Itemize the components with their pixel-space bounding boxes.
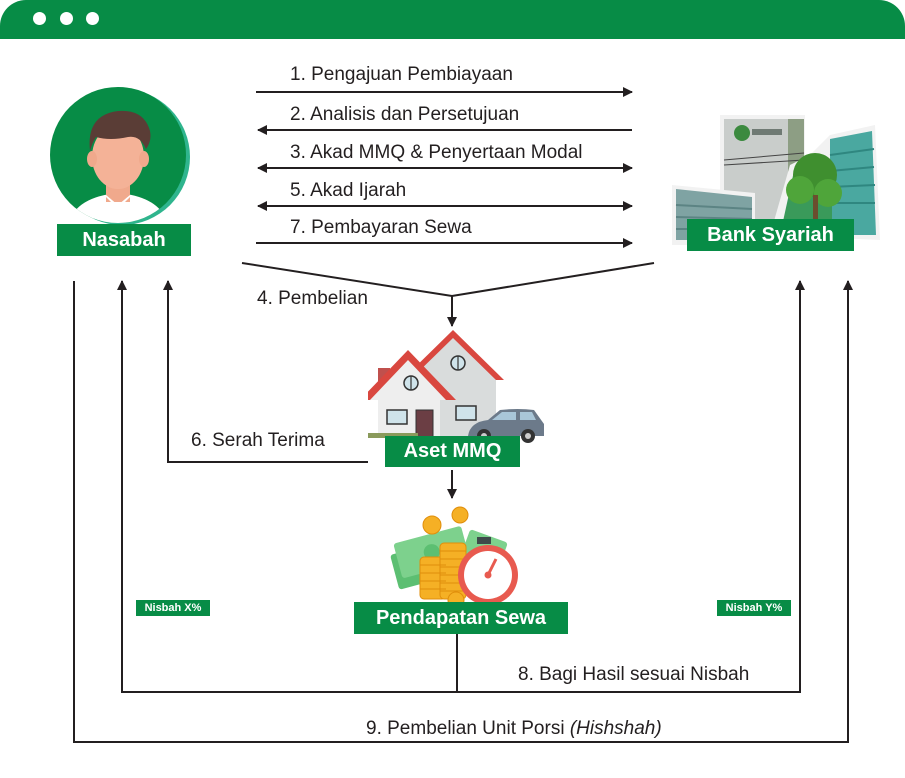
income-label: Pendapatan Sewa [354, 602, 568, 634]
flow-label-step9: 9. Pembelian Unit Porsi (Hishshah) [366, 718, 662, 740]
arrow-step8-to-bank [457, 280, 805, 693]
window-dot-icon [60, 12, 73, 25]
arrow-step8-to-customer [117, 280, 457, 693]
flow-label-step2: 2. Analisis dan Persetujuan [290, 104, 520, 125]
money-and-stopwatch-icon [390, 506, 518, 605]
flow-label-step9-main: 9. Pembelian Unit Porsi [366, 718, 570, 739]
house-and-car-icon [368, 330, 544, 443]
flow-label-step6: 6. Serah Terima [191, 430, 325, 451]
flow-label-step9-italic: (Hishshah) [569, 718, 662, 739]
window-titlebar [0, 0, 905, 39]
window-dot-icon [33, 12, 46, 25]
asset-label: Aset MMQ [385, 436, 520, 467]
person-avatar-icon [50, 87, 190, 225]
window-dot-icon [86, 12, 99, 25]
nisbah-customer-badge: Nisbah X% [136, 600, 210, 616]
customer-label: Nasabah [57, 224, 191, 256]
arrow-step6 [163, 280, 368, 463]
flow-label-step7: 7. Pembayaran Sewa [290, 217, 472, 238]
arrow-step9 [73, 280, 853, 743]
nisbah-bank-badge: Nisbah Y% [717, 600, 791, 616]
bank-label: Bank Syariah [687, 219, 854, 251]
flow-label-step5: 5. Akad Ijarah [290, 180, 407, 201]
flow-label-step1: 1. Pengajuan Pembiayaan [290, 64, 513, 85]
flow-label-step4: 4. Pembelian [257, 288, 368, 309]
flow-label-step8: 8. Bagi Hasil sesuai Nisbah [518, 664, 750, 685]
flow-label-step3: 3. Akad MMQ & Penyertaan Modal [290, 142, 583, 163]
